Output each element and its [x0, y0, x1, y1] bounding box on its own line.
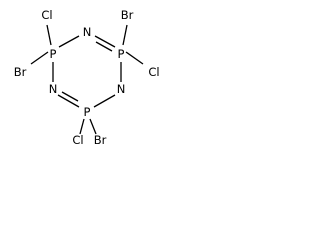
bond-p1-br	[30, 51, 49, 65]
atom-n-left: N	[49, 82, 58, 96]
substituent-cl-top-left: Cl	[41, 8, 52, 22]
atom-n-top: N	[83, 25, 92, 39]
substituent-cl-bottom: Cl	[72, 133, 83, 147]
substituent-br-bottom: Br	[94, 133, 107, 147]
atom-p-top-left: P	[50, 47, 57, 61]
bond-p3-br	[89, 118, 97, 135]
bond-p1-n1	[58, 35, 80, 48]
bond-n1-p2-outer	[94, 35, 116, 48]
atom-p-bottom: P	[84, 105, 91, 119]
bond-p2-br	[122, 24, 128, 46]
atom-p-top-right: P	[118, 47, 125, 61]
bond-p3-cl	[79, 118, 85, 135]
bond-p1-cl	[46, 24, 52, 46]
bond-layer	[30, 24, 144, 135]
substituent-br-top-right: Br	[121, 8, 134, 22]
molecule-structure: P N P N P N Cl Br Br Cl Cl Br	[14, 8, 160, 147]
atom-label-layer: P N P N P N Cl Br Br Cl Cl Br	[14, 8, 160, 147]
substituent-br-left: Br	[14, 65, 27, 79]
substituent-cl-right: Cl	[148, 65, 159, 79]
atom-n-right: N	[117, 82, 126, 96]
bond-n2-p3	[93, 94, 116, 108]
bond-p3-n3-outer	[57, 94, 80, 108]
bond-n1-p2-inner	[95, 41, 113, 52]
bond-p3-n3-inner	[61, 91, 79, 102]
bond-p2-cl	[125, 51, 144, 65]
